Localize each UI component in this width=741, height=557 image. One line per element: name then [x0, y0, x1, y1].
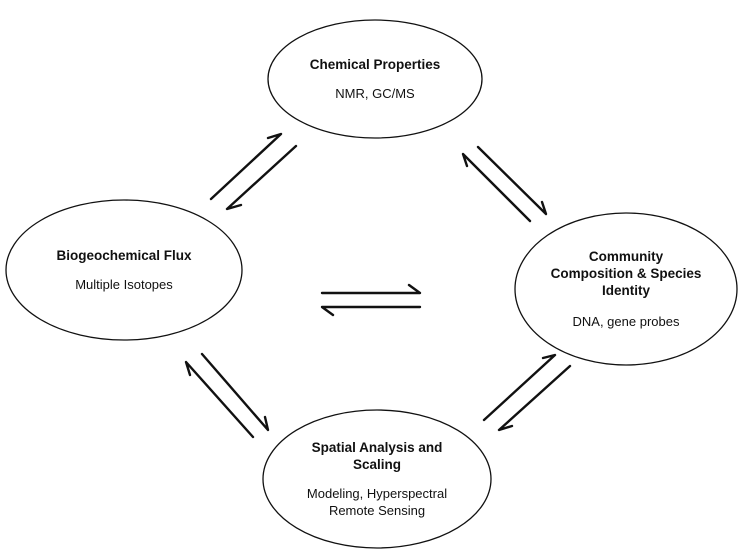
chemical-properties-ellipse [267, 19, 483, 139]
node-subtitle-line: Modeling, Hyperspectral [306, 486, 448, 501]
node-subtitle: DNA, gene probes [572, 314, 680, 329]
node-title: Chemical Properties [309, 57, 441, 72]
node-title-line: Scaling [352, 457, 401, 472]
node-biogeochemical-flux: Biogeochemical Flux Multiple Isotopes [6, 200, 242, 340]
node-title-line: Community [588, 249, 664, 264]
spatial-analysis-ellipse [262, 409, 492, 549]
arrow-bio-to-chem [209, 132, 283, 201]
node-chemical-properties: Chemical Properties NMR, GC/MS [268, 20, 482, 138]
node-subtitle: Multiple Isotopes [75, 277, 173, 292]
node-subtitle: NMR, GC/MS [335, 86, 415, 101]
arrow-community-to-chem [461, 152, 532, 223]
arrow-chem-to-community [476, 145, 548, 216]
node-title-line: Composition & Species [550, 266, 702, 281]
node-title-line: Spatial Analysis and [311, 440, 443, 455]
arrow-spatial-to-bio [184, 360, 255, 439]
community-composition-ellipse [514, 212, 738, 366]
node-community-composition: Community Composition & Species Identity… [515, 213, 737, 365]
arrow-spatial-to-community [482, 353, 557, 422]
arrow-bio-to-spatial [200, 352, 270, 432]
node-title-line: Identity [601, 283, 650, 298]
arrow-community-to-spatial [497, 364, 572, 432]
biogeochemical-flux-ellipse [5, 199, 243, 341]
node-subtitle-line: Remote Sensing [328, 503, 426, 518]
node-spatial-analysis: Spatial Analysis and Scaling Modeling, H… [263, 410, 491, 548]
arrow-chem-to-bio [225, 144, 298, 211]
arrow-center-right [320, 283, 422, 295]
arrow-center-left [320, 305, 422, 317]
node-title: Biogeochemical Flux [56, 248, 192, 263]
